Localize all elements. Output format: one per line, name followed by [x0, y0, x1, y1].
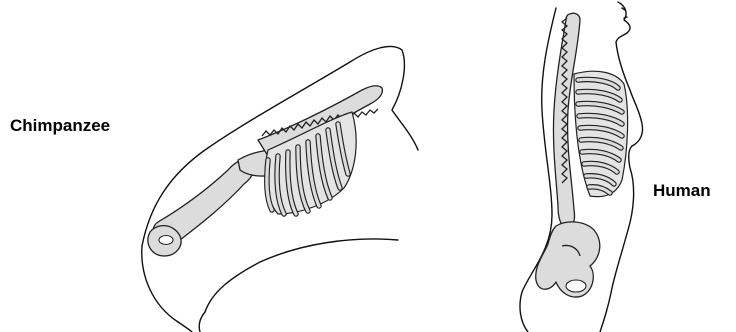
human-label: Human: [653, 181, 711, 201]
chimpanzee-figure: [142, 46, 418, 332]
chimpanzee-leg-outline: [199, 312, 205, 332]
chimpanzee-label: Chimpanzee: [10, 116, 110, 136]
chimpanzee-rear-arm-outline: [142, 246, 178, 322]
chimpanzee-elbow-hole: [159, 236, 173, 245]
human-figure: [520, 2, 643, 332]
chimpanzee-elbow-outline: [178, 322, 192, 332]
human-hip-socket: [566, 280, 586, 292]
chimpanzee-belly-outline: [205, 239, 398, 312]
